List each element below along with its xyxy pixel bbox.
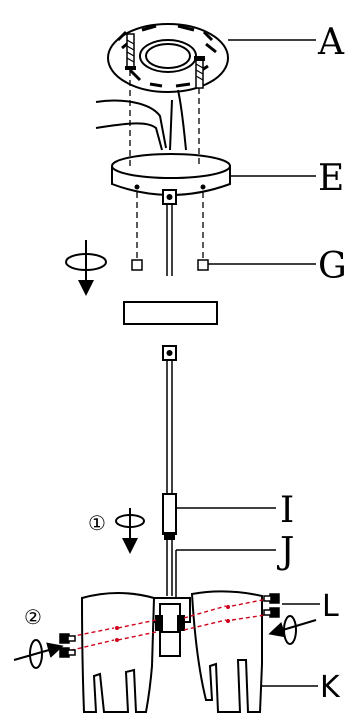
rod-coupler	[162, 493, 177, 535]
suspension-rod-lower	[166, 360, 173, 494]
label-k: K	[320, 670, 341, 705]
rotate-arrow-icon	[65, 240, 107, 296]
glass-shade-left	[80, 592, 156, 713]
leader-lines	[175, 39, 320, 687]
rotate-arrow-screw-right-icon	[268, 615, 317, 645]
label-g: G	[318, 246, 347, 287]
bracket-screw-right	[194, 56, 205, 89]
step-2-marker: ②	[24, 605, 42, 629]
step-1-marker: ①	[88, 511, 106, 535]
label-j: J	[276, 531, 294, 572]
rotate-arrow-screw-left-icon	[13, 639, 64, 669]
screw-right-set	[263, 593, 280, 618]
screw-holes	[115, 605, 230, 642]
suspension-cable-upper	[166, 204, 173, 276]
screw-left-set	[59, 633, 76, 658]
rod-coupler-band	[164, 532, 175, 540]
label-e: E	[318, 158, 344, 199]
canopy	[111, 153, 231, 205]
ceiling-wires	[95, 89, 187, 151]
plate-connector-hole	[166, 350, 173, 356]
label-a: A	[317, 22, 345, 63]
label-l: L	[322, 589, 339, 624]
socket-holder	[151, 597, 191, 657]
label-i: I	[280, 490, 294, 531]
mounting-bracket	[107, 23, 229, 93]
upper-plate	[123, 301, 218, 325]
guide-lines-g	[136, 192, 204, 260]
fixing-screw-left	[131, 259, 143, 271]
rotate-arrow-step1-icon	[115, 508, 145, 554]
fixing-screw-right	[197, 259, 209, 271]
guide-lines-upper	[129, 70, 200, 166]
bracket-screw-left	[125, 33, 136, 70]
suspension-rod-bottom	[166, 540, 173, 596]
glass-shade-right	[190, 590, 263, 713]
